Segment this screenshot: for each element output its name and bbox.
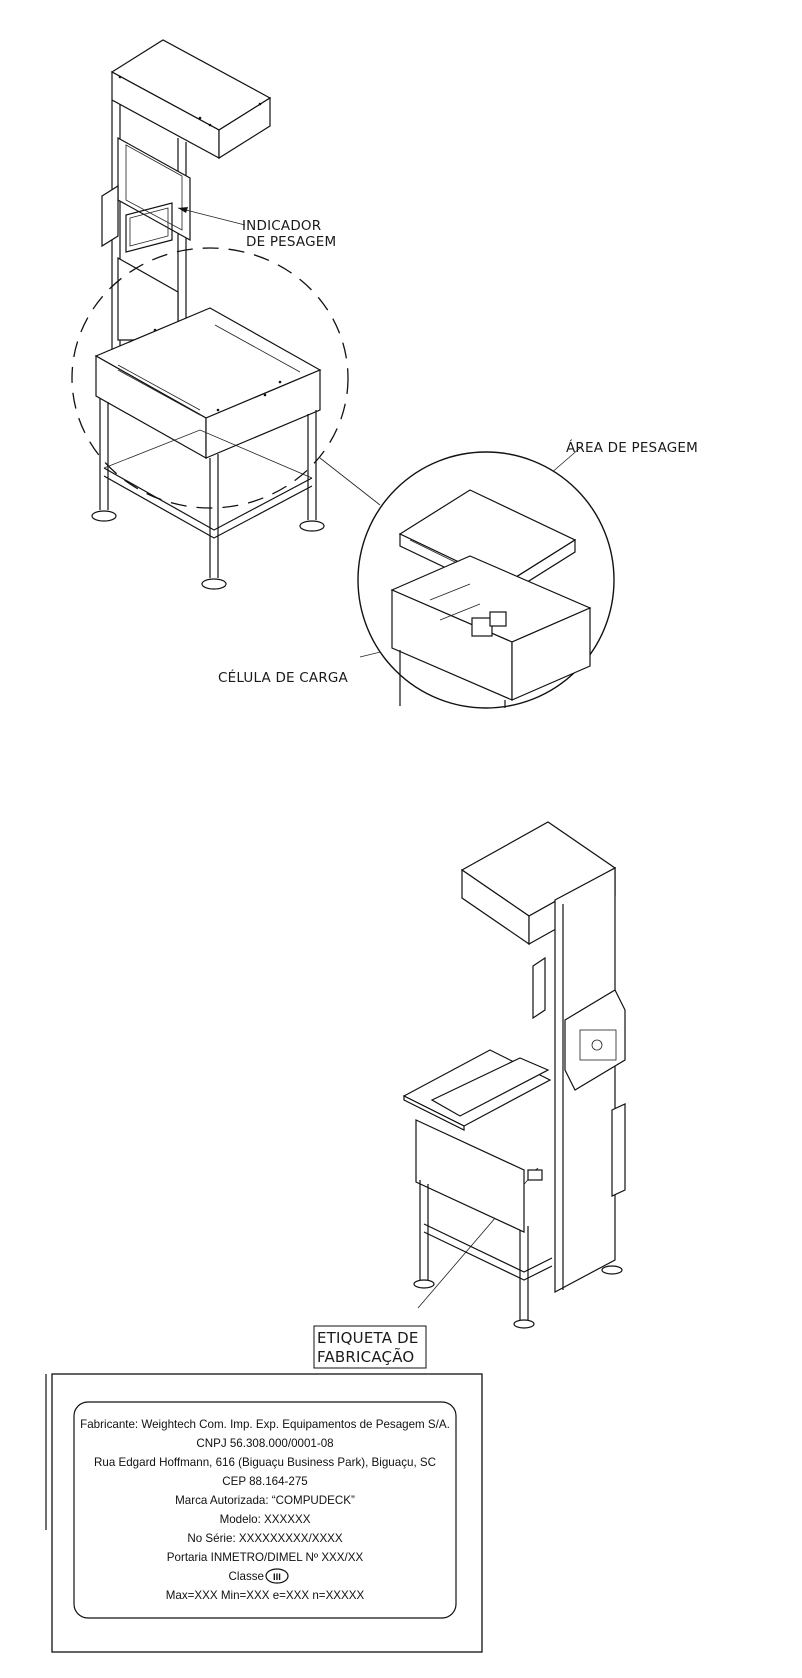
rear-isometric-view (402, 821, 626, 1329)
plate-ordinance: Portaria INMETRO/DIMEL Nº XXX/XX (167, 1551, 364, 1564)
plate-serial: No Série: XXXXXXXXX/XXXX (187, 1532, 343, 1545)
plate-model: Modelo: XXXXXX (220, 1513, 311, 1526)
label-tag-line2: FABRICAÇÃO (317, 1347, 414, 1366)
plate-cnpj: CNPJ 56.308.000/0001-08 (196, 1437, 333, 1450)
plate-specs: Max=XXX Min=XXX e=XXX n=XXXXX (166, 1589, 365, 1602)
class-oval-badge (265, 1568, 289, 1584)
plate-address: Rua Edgard Hoffmann, 616 (Biguaçu Busine… (94, 1456, 436, 1469)
label-tag-line1: ETIQUETA DE (317, 1329, 419, 1347)
label-tag-box (313, 1325, 427, 1369)
canopy-box (110, 39, 272, 160)
weighing-indicator-screen (125, 202, 173, 253)
detail-circle-view (357, 451, 615, 709)
indicator-label-line2: DE PESAGEM (246, 234, 336, 250)
conveyor-table (94, 307, 322, 460)
weighing-area-label: ÁREA DE PESAGEM (566, 439, 698, 456)
plate-class-prefix: Classe (229, 1570, 264, 1583)
front-isometric-view (71, 39, 349, 590)
plate-brand: Marca Autorizada: “COMPUDECK” (175, 1494, 355, 1507)
indicator-label-line1: INDICADOR (242, 218, 321, 234)
manufacturer-nameplate: Fabricante: Weightech Com. Imp. Exp. Equ… (45, 1373, 483, 1653)
load-cell-label: CÉLULA DE CARGA (218, 669, 349, 686)
plate-cep: CEP 88.164-275 (222, 1475, 308, 1488)
table-legs (91, 398, 325, 590)
column (101, 100, 191, 360)
plate-manufacturer: Fabricante: Weightech Com. Imp. Exp. Equ… (80, 1418, 450, 1431)
plate-class-value: III (273, 1572, 281, 1583)
